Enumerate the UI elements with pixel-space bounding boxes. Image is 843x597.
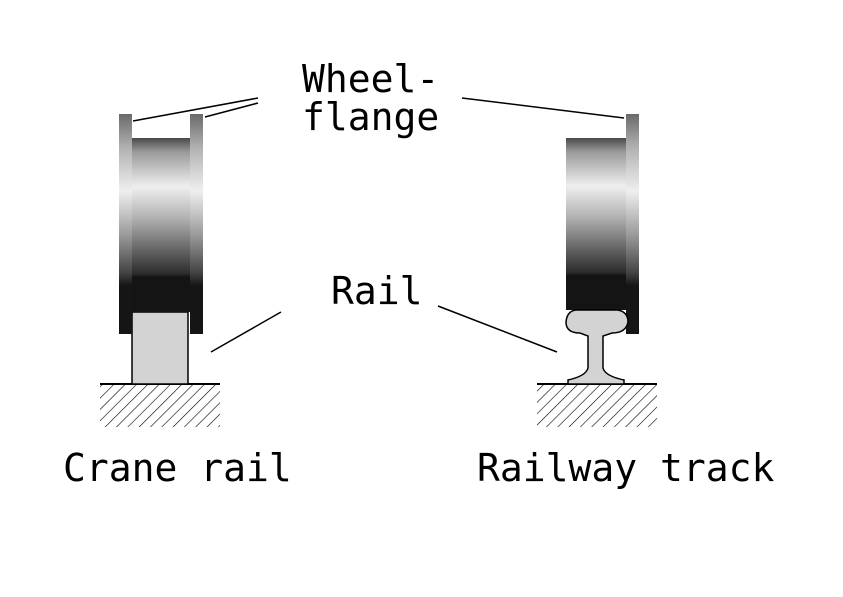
leader-lines bbox=[132, 97, 625, 353]
railway-wheel-tread bbox=[566, 138, 627, 310]
crane-rail-group bbox=[100, 114, 220, 427]
crane-ground-hatch bbox=[100, 385, 220, 427]
rail-label: Rail bbox=[331, 269, 423, 313]
crane-rail-caption: Crane rail bbox=[63, 446, 292, 490]
railway-wheel-flange bbox=[626, 114, 639, 334]
leader-flange-crane-right bbox=[204, 102, 259, 118]
railway-rail-profile bbox=[565, 309, 629, 385]
railway-track-group bbox=[537, 114, 657, 427]
wheel-flange-label-line2: flange bbox=[302, 95, 439, 139]
leader-rail-railway bbox=[437, 305, 558, 353]
wheel-flange-label-line1: Wheel- bbox=[302, 57, 439, 101]
leader-flange-railway bbox=[461, 97, 625, 119]
leader-rail-crane bbox=[210, 311, 282, 353]
railway-track-caption: Railway track bbox=[477, 446, 775, 490]
crane-wheel-left-flange bbox=[119, 114, 132, 334]
crane-rail-block bbox=[131, 311, 189, 385]
leader-flange-crane-left bbox=[132, 97, 259, 122]
crane-wheel-right-flange bbox=[190, 114, 203, 334]
railway-ground-hatch bbox=[537, 385, 657, 427]
crane-wheel-tread bbox=[132, 138, 191, 312]
